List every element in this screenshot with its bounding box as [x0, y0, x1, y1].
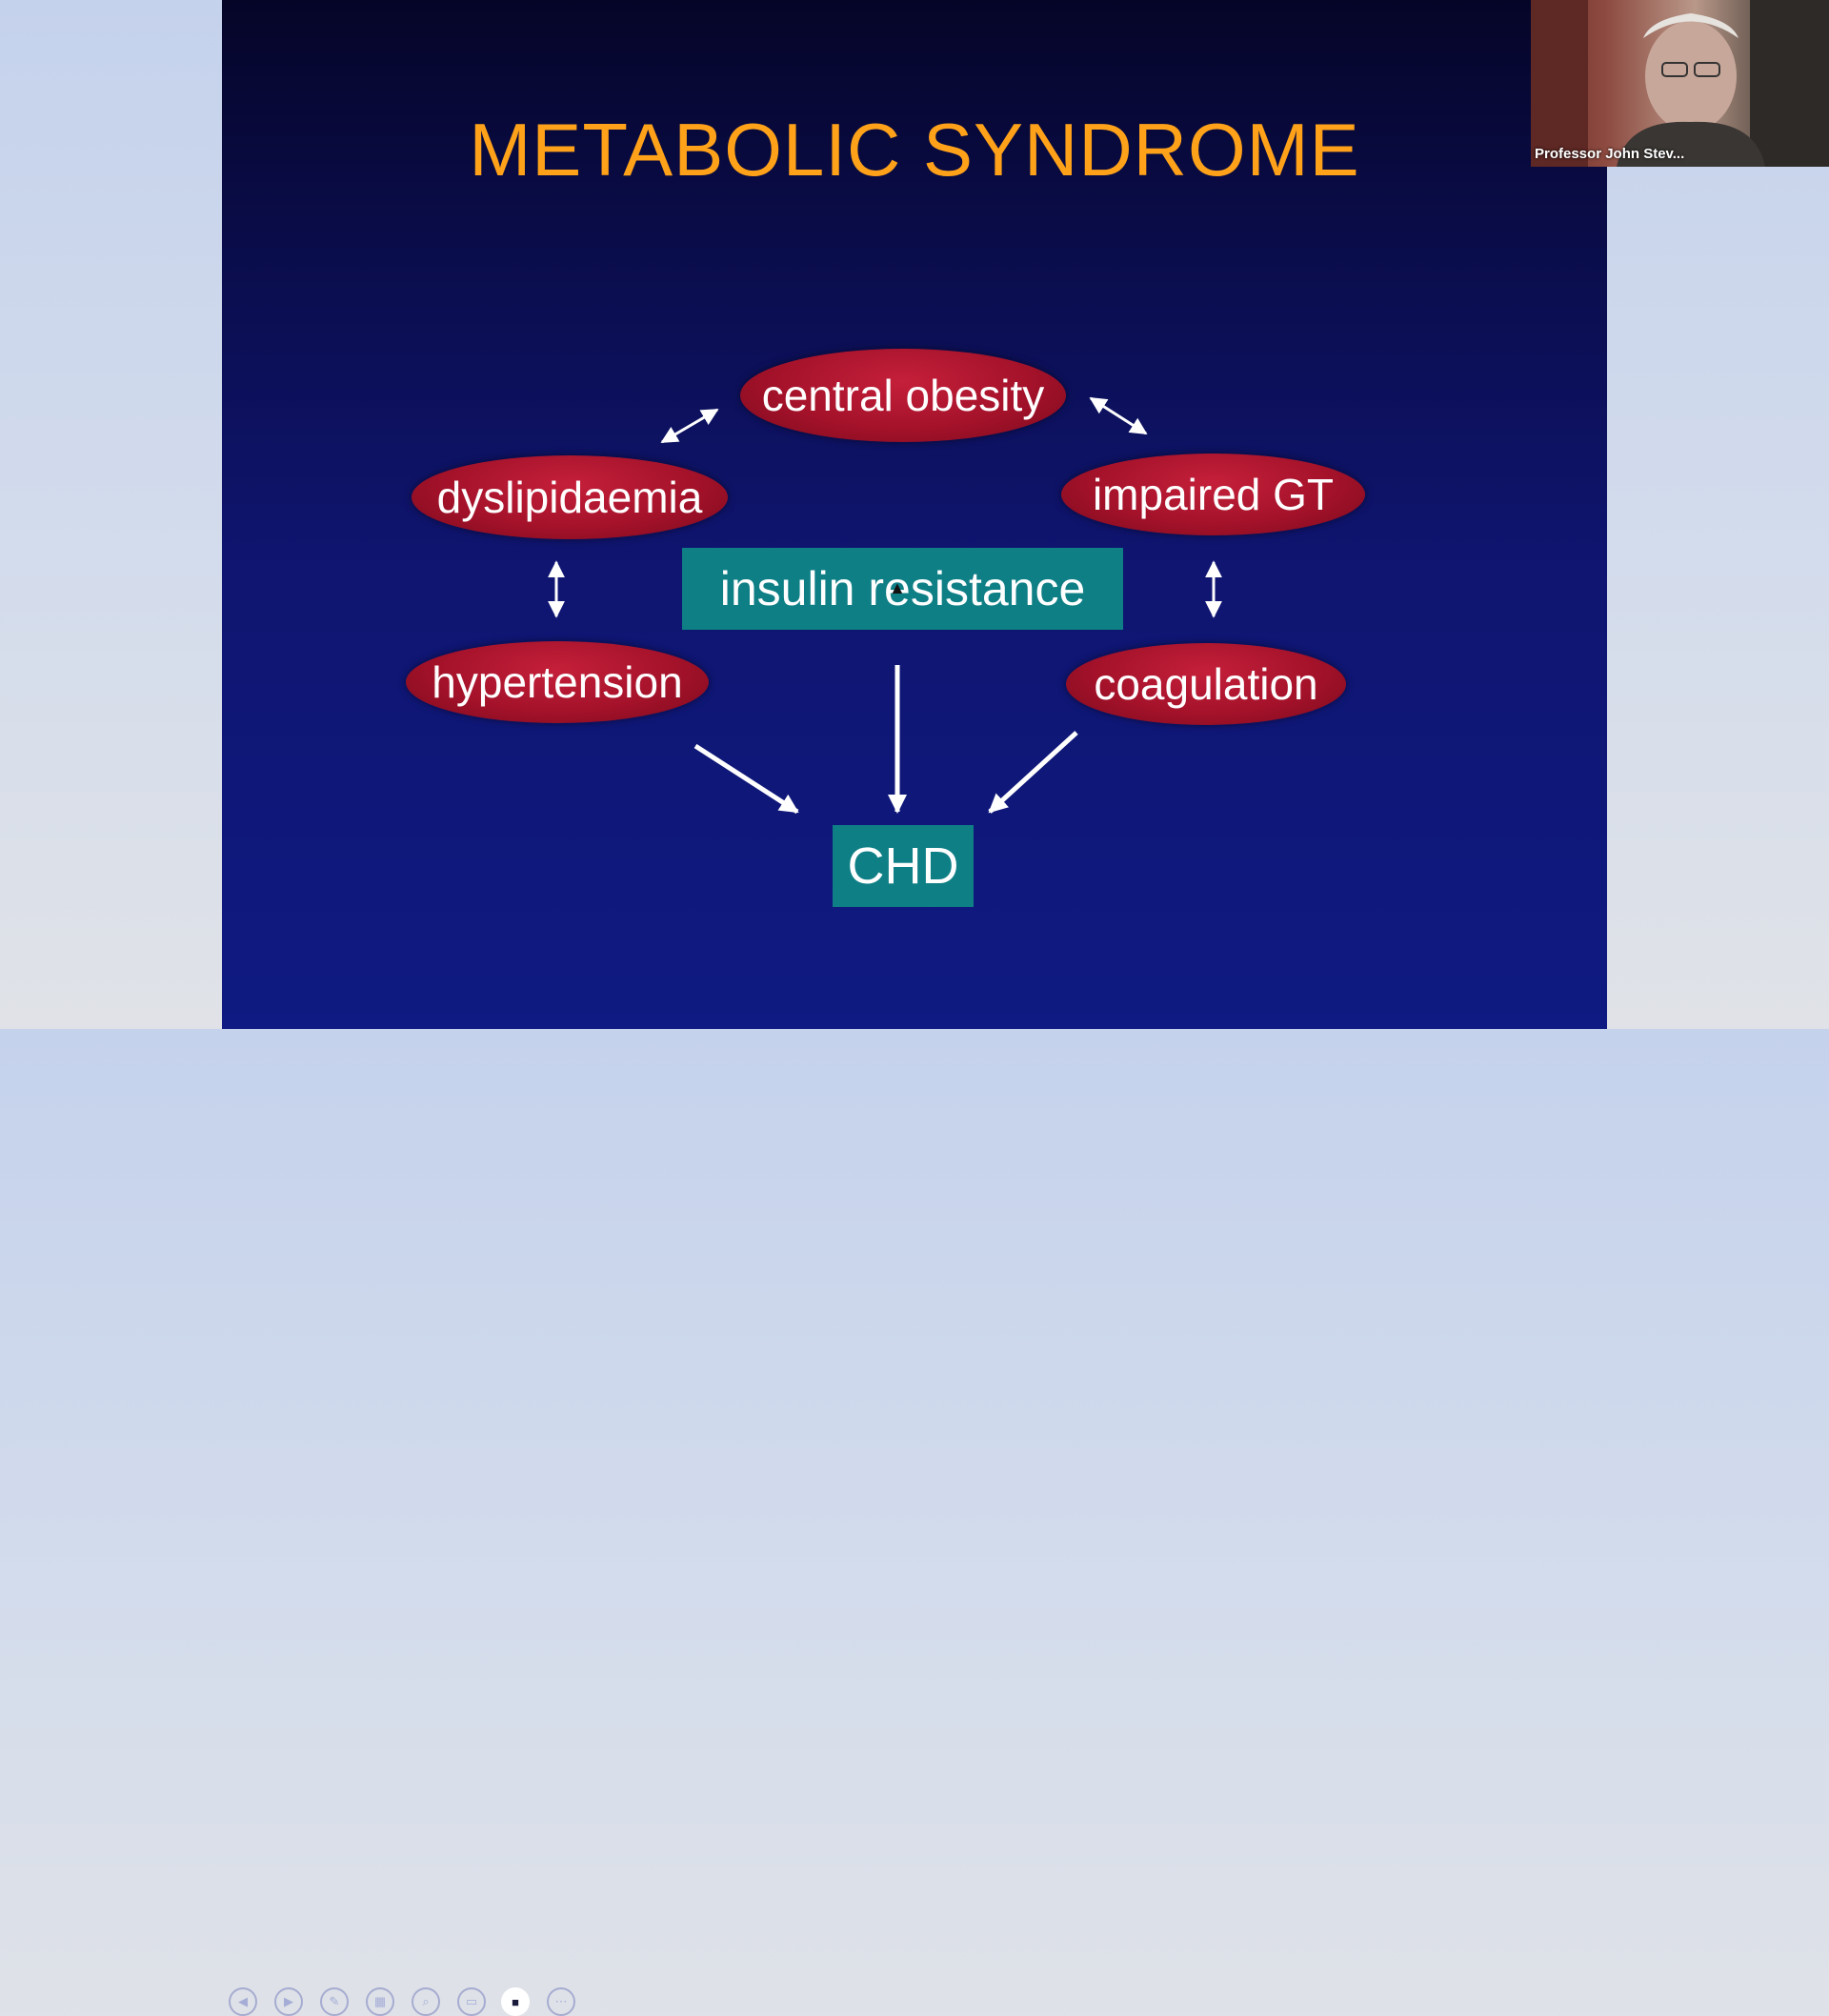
- slide-title: METABOLIC SYNDROME: [469, 108, 1360, 192]
- pen-icon: ✎: [329, 1994, 340, 2008]
- camera-icon: ■: [512, 1994, 519, 2009]
- presenter-avatar: [1531, 0, 1829, 167]
- node-insulin-resistance: insulin resistance: [682, 548, 1123, 630]
- slideshow-controls: ◀ ▶ ✎ ▦ ⌕ ▭ ■ ⋯: [0, 991, 575, 2016]
- node-dyslipidaemia: dyslipidaemia: [412, 455, 728, 539]
- subtitles-icon: ▭: [465, 1994, 478, 2008]
- next-slide-icon: ▶: [284, 1994, 293, 2008]
- arrow-obesity-impaired-gt: [1089, 396, 1148, 435]
- node-chd: CHD: [833, 825, 974, 907]
- presenter-video-tile[interactable]: Professor John Stev...: [1531, 0, 1829, 167]
- previous-slide-button[interactable]: ◀: [229, 1987, 257, 2016]
- see-all-slides-button[interactable]: ▦: [366, 1987, 394, 2016]
- node-coagulation: coagulation: [1066, 643, 1346, 725]
- presenter-name-label: Professor John Stev...: [1535, 146, 1685, 162]
- node-central-obesity: central obesity: [740, 349, 1066, 442]
- camera-button[interactable]: ■: [501, 1987, 530, 2016]
- zoom-icon: ⌕: [422, 1994, 430, 2008]
- presentation-slide: METABOLIC SYNDROME central obesity dysli…: [222, 0, 1607, 1029]
- more-options-icon: ⋯: [554, 1994, 568, 2008]
- next-slide-button[interactable]: ▶: [274, 1987, 303, 2016]
- more-options-button[interactable]: ⋯: [547, 1987, 575, 2016]
- subtitles-button[interactable]: ▭: [457, 1987, 486, 2016]
- zoom-button[interactable]: ⌕: [412, 1987, 440, 2016]
- node-impaired-gt: impaired GT: [1061, 454, 1365, 535]
- arrow-coagulation-chd: [988, 731, 1078, 814]
- see-all-slides-icon: ▦: [373, 1994, 387, 2008]
- mouse-cursor-icon: ▲: [889, 578, 906, 597]
- node-hypertension: hypertension: [406, 641, 709, 723]
- diagram-arrows: [548, 396, 1222, 815]
- previous-slide-icon: ◀: [238, 1994, 248, 2008]
- arrow-hypertension-chd: [693, 743, 799, 815]
- pen-button[interactable]: ✎: [320, 1987, 349, 2016]
- arrow-obesity-dyslipidaemia: [660, 408, 719, 444]
